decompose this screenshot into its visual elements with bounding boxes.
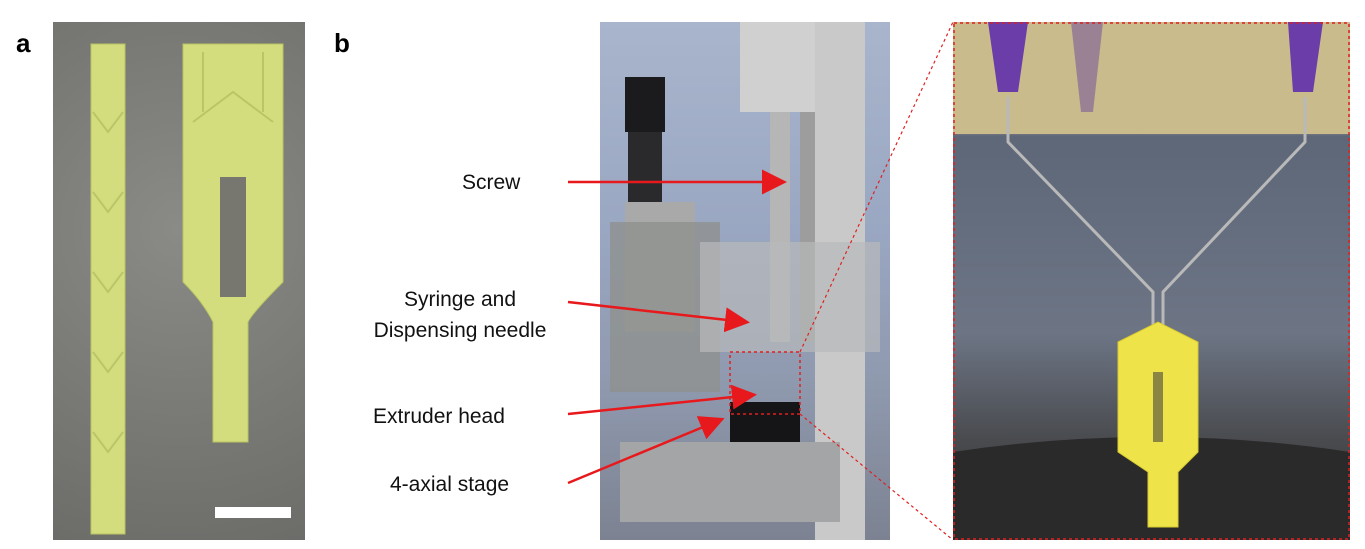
label-syringe: Syringe and Dispensing needle bbox=[345, 284, 575, 346]
printed-samples-photo bbox=[53, 22, 305, 540]
label-syringe-line1: Syringe and bbox=[403, 288, 517, 311]
extruder-closeup-photo bbox=[953, 22, 1350, 540]
extruder-closeup-drawing bbox=[953, 22, 1350, 540]
label-stage: 4-axial stage bbox=[390, 473, 510, 496]
arrow-stage bbox=[567, 416, 725, 485]
label-syringe-line2: Dispensing needle bbox=[373, 319, 547, 342]
zoom-connector-top bbox=[799, 21, 954, 353]
arrow-syringe bbox=[567, 300, 750, 333]
printed-samples-drawing bbox=[90, 43, 291, 535]
zoom-connector-bottom bbox=[799, 413, 954, 541]
scale-bar bbox=[215, 507, 291, 518]
label-extruder-head: Extruder head bbox=[373, 405, 505, 428]
arrow-extruder bbox=[567, 384, 757, 416]
panel-label-a: a bbox=[16, 28, 31, 58]
printer-setup-photo bbox=[600, 22, 890, 540]
label-screw: Screw bbox=[462, 171, 521, 194]
panel-label-b: b bbox=[334, 28, 350, 58]
